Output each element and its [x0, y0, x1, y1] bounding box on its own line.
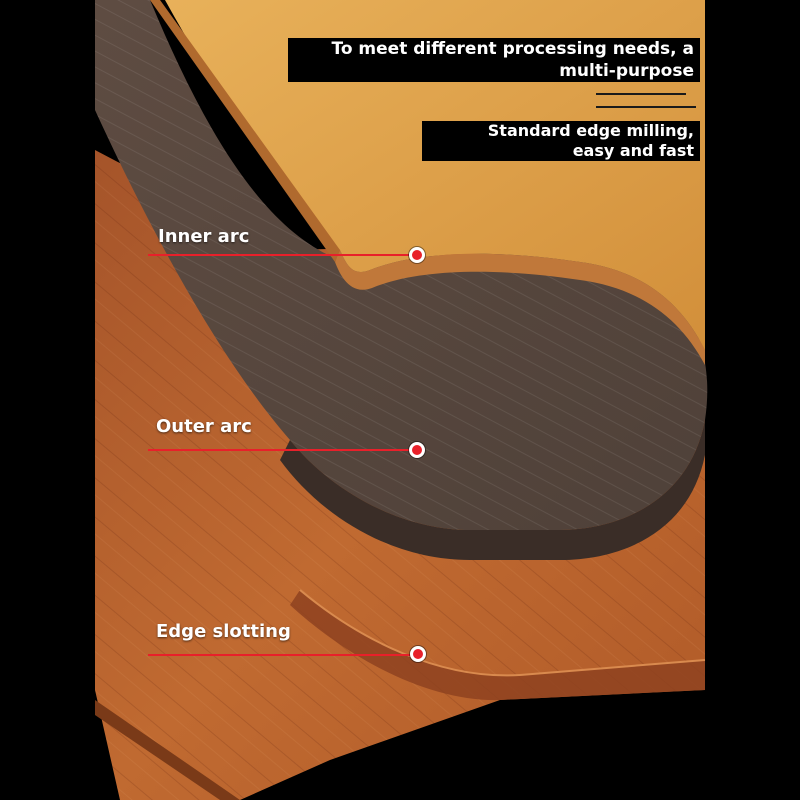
inner-arc-marker	[409, 247, 425, 263]
outer-arc-label: Outer arc	[156, 416, 252, 437]
edge-slotting-marker	[410, 646, 426, 662]
inner-arc-label: Inner arc	[158, 226, 250, 247]
headline-line-2: multi-purpose	[559, 61, 694, 81]
edge-slotting-pointer-line	[148, 654, 414, 656]
divider-line	[596, 106, 696, 108]
headline-line-1: To meet different processing needs, a	[331, 39, 694, 59]
edge-slotting-label: Edge slotting	[156, 621, 291, 642]
headline-caption: To meet different processing needs, a mu…	[288, 38, 700, 82]
outer-arc-marker	[409, 442, 425, 458]
subheadline-caption: Standard edge milling, easy and fast	[422, 121, 700, 161]
divider-line	[596, 93, 686, 95]
subheadline-line-2: easy and fast	[572, 141, 694, 160]
inner-arc-pointer-line	[148, 254, 414, 256]
top-board	[165, 0, 705, 350]
subheadline-line-1: Standard edge milling,	[487, 121, 694, 140]
outer-arc-pointer-line	[148, 449, 414, 451]
